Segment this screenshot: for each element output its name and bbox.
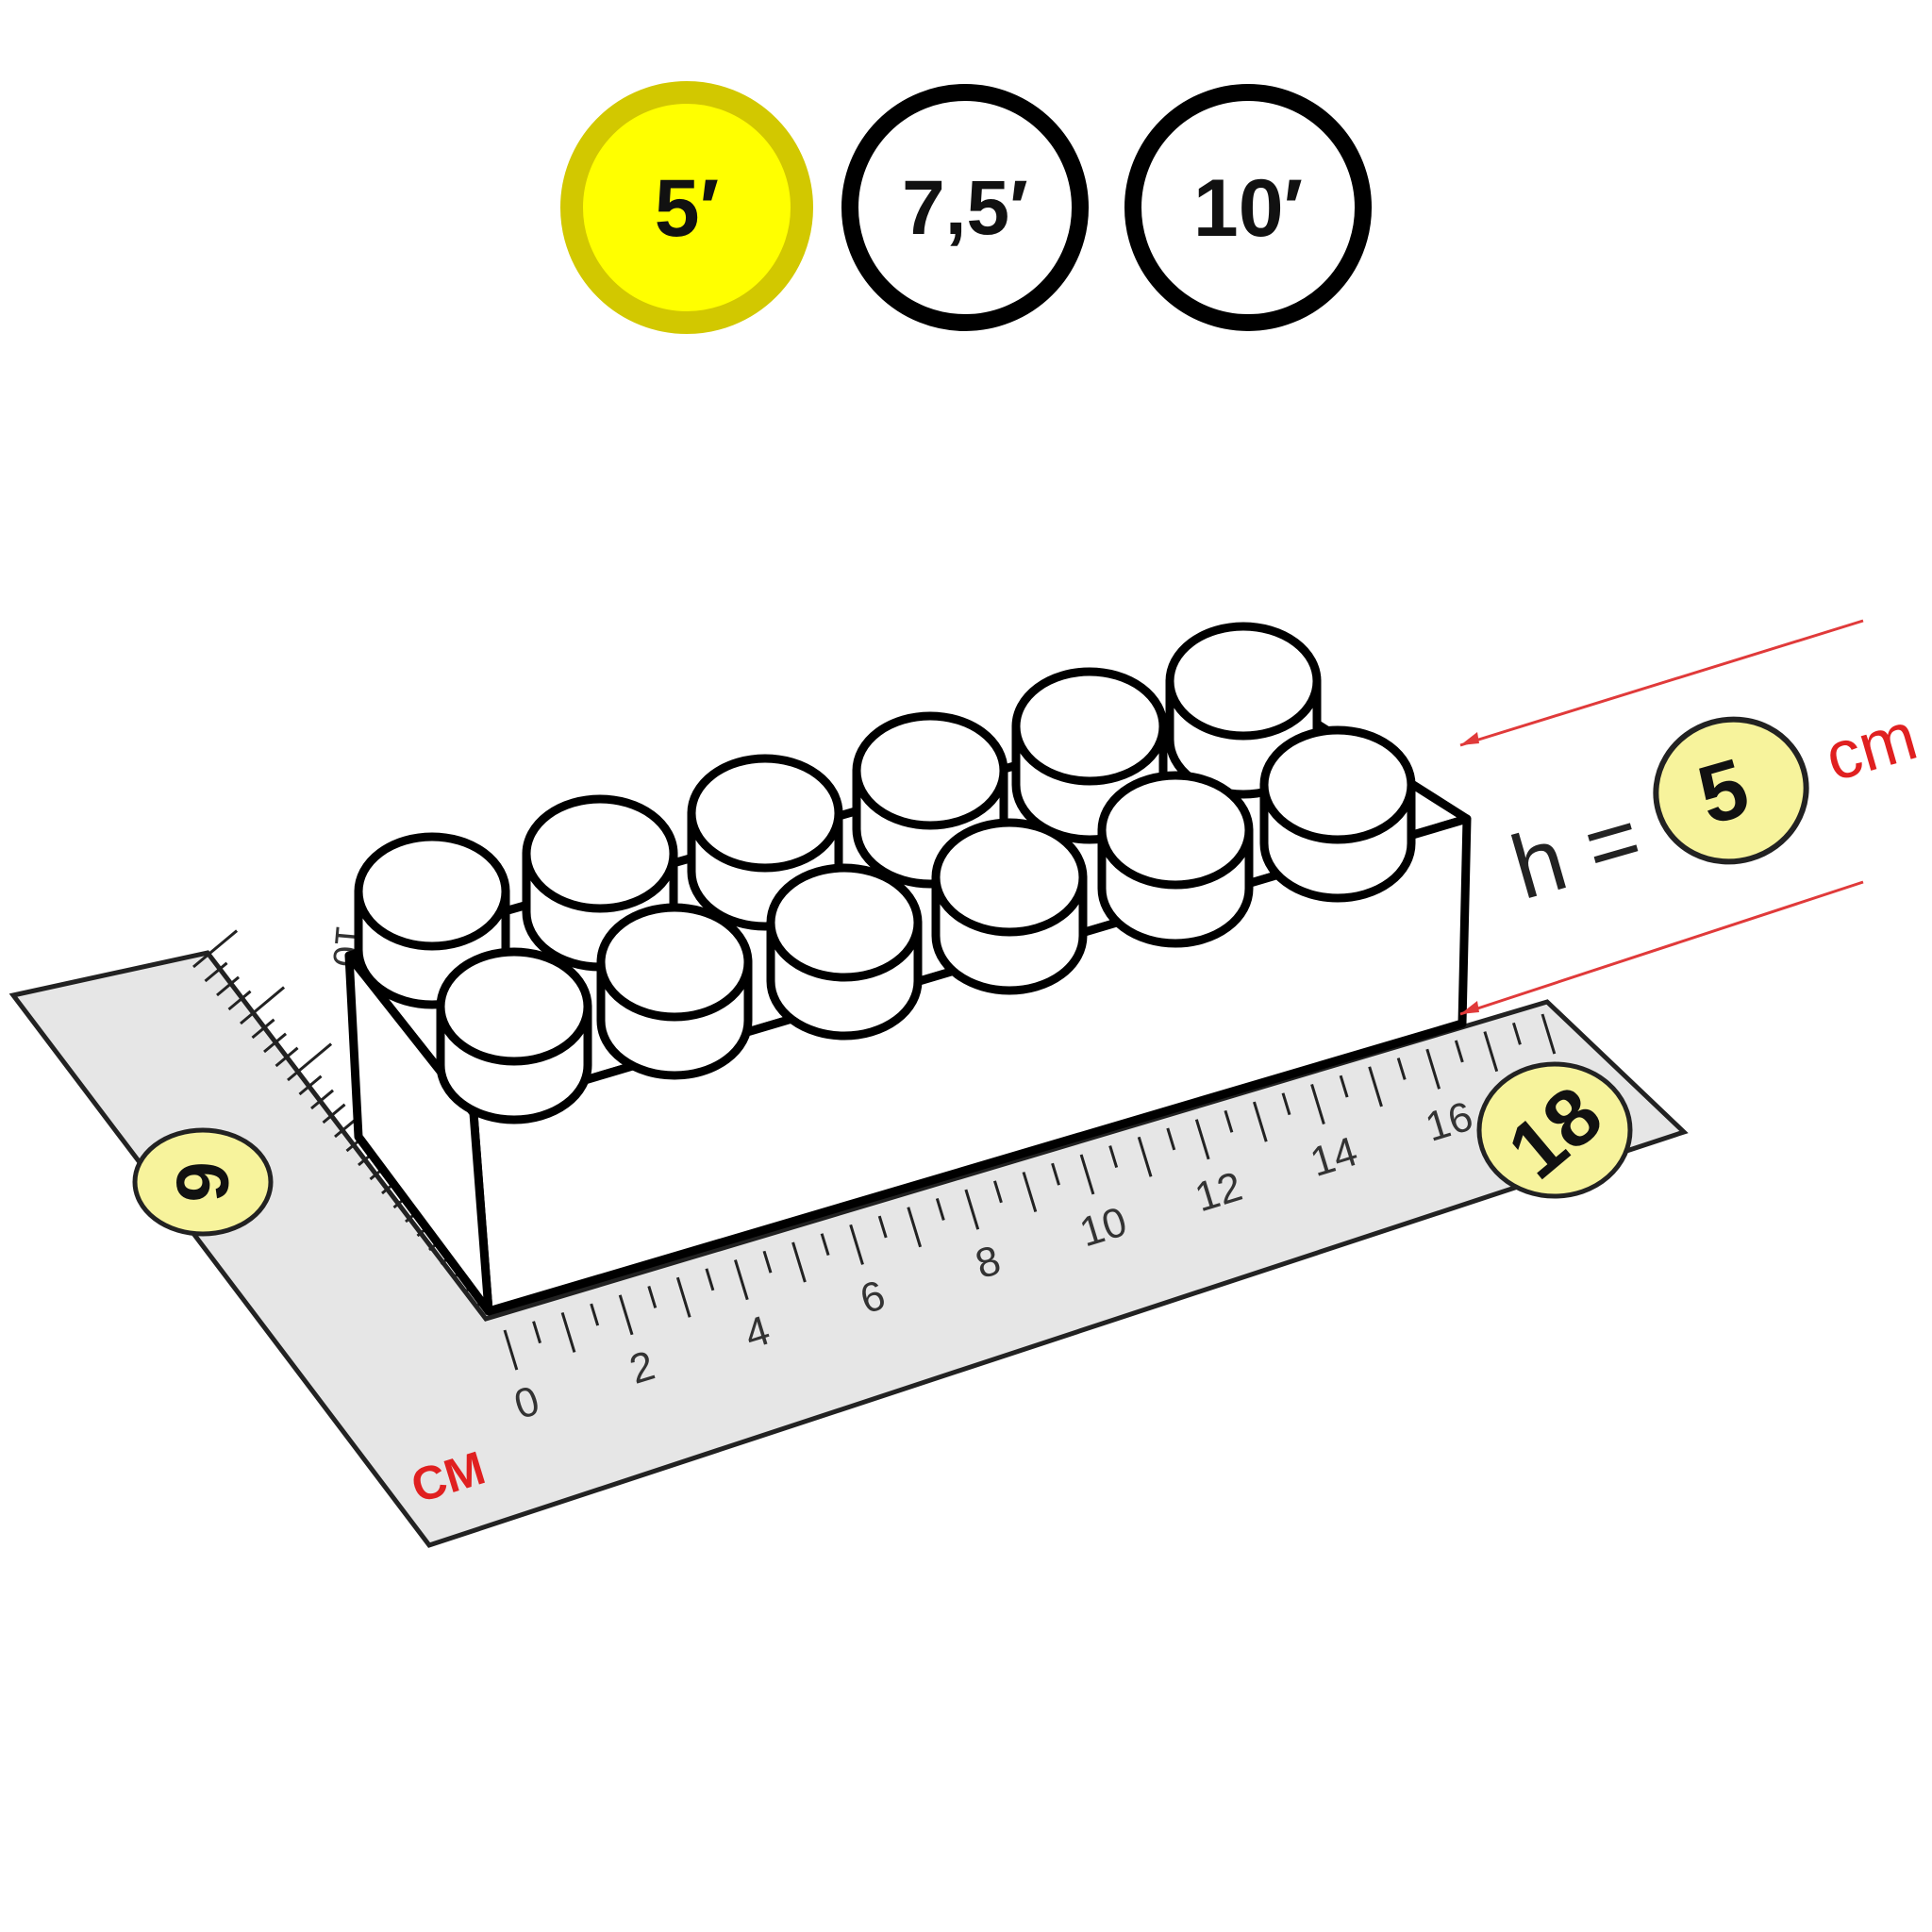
ruler-tick (734, 1259, 749, 1301)
ruler-tick (503, 1329, 519, 1371)
brick-end-face (344, 951, 493, 1316)
ruler-tick (322, 1103, 346, 1124)
brick-stud (436, 947, 592, 1124)
ruler-tick (560, 1311, 576, 1353)
ruler-tick (877, 1215, 888, 1239)
brick-stud (766, 863, 923, 1041)
ruler-tick (192, 929, 239, 969)
ruler-body (8, 950, 1689, 1548)
ruler-tick (310, 1089, 335, 1110)
option-circle-selected (560, 81, 813, 334)
ruler-tick (907, 1207, 923, 1248)
ruler-tick (1137, 1136, 1153, 1177)
option-label: 5′ (655, 163, 719, 254)
ruler-tick (1541, 1013, 1557, 1055)
ruler-tick (1253, 1101, 1268, 1142)
option-circle (1124, 84, 1372, 331)
ruler-tick (287, 1042, 333, 1082)
ruler-tick (1194, 1119, 1210, 1160)
brick-stud (522, 794, 678, 972)
ruler-tick (216, 975, 241, 997)
ruler-tick (1310, 1084, 1325, 1124)
ruler-ticks-long (503, 1013, 1557, 1371)
ruler-tick (647, 1286, 658, 1308)
size-selector: 5′ 7,5′ 10′ (560, 81, 1372, 334)
ruler-tick (251, 1018, 275, 1040)
ruler-tick (1166, 1127, 1176, 1151)
ruler-tick (675, 1276, 691, 1318)
ruler-tick (240, 986, 286, 1025)
length-badge: 18 (1476, 1061, 1633, 1199)
brick-stud (931, 818, 1088, 995)
ruler-tick (1281, 1092, 1291, 1116)
height-label: h = (1501, 787, 1652, 919)
ruler-tick (1512, 1022, 1522, 1045)
ruler-tick (204, 961, 228, 983)
ruler-tick (1368, 1066, 1383, 1108)
ruler-tick (935, 1197, 945, 1221)
ruler-tick (1224, 1109, 1234, 1133)
brick (344, 622, 1472, 1316)
dimension-line-bottom (1459, 880, 1864, 1016)
option-circle (841, 84, 1089, 331)
ruler-tick (298, 1074, 323, 1096)
ruler-tick (820, 1233, 830, 1257)
ruler-tick (1483, 1031, 1499, 1073)
ruler-tick (1339, 1074, 1349, 1098)
ruler-tick (1051, 1162, 1060, 1186)
ruler-tick (1454, 1040, 1464, 1063)
height-value-badge: 5 (1653, 716, 1809, 865)
height-unit: cm (1817, 698, 1924, 795)
arrow-tip-icon (1460, 732, 1479, 745)
ruler-tick (618, 1294, 634, 1336)
size-option-7-5[interactable]: 7,5′ (841, 84, 1089, 331)
brick-stud (596, 903, 753, 1080)
ruler-tick (1396, 1058, 1407, 1080)
ruler-tick (849, 1224, 864, 1265)
brick-studs (354, 622, 1416, 1124)
ruler-tick (590, 1303, 600, 1326)
ruler-tick (275, 1046, 299, 1068)
height-dimension: h = 5 cm (1459, 619, 1925, 1016)
ruler-tick (227, 990, 252, 1011)
ruler-tick (1108, 1145, 1119, 1168)
option-label: 7,5′ (902, 165, 1028, 251)
brick-stud (1259, 725, 1416, 903)
ruler-tick (263, 1032, 288, 1054)
width-badge: 6 (132, 1127, 274, 1237)
size-option-5[interactable]: 5′ (560, 81, 813, 334)
brick-stud (1097, 771, 1254, 948)
dimension-line-top (1459, 619, 1864, 747)
ruler-tick (791, 1241, 807, 1283)
width-value: 6 (161, 1161, 244, 1202)
ruler-tick (762, 1250, 773, 1274)
option-label: 10′ (1193, 163, 1303, 254)
ruler-tick (964, 1189, 980, 1230)
ruler-tick (993, 1180, 1003, 1204)
ruler-tick (532, 1321, 541, 1344)
ruler-tick (1425, 1048, 1441, 1090)
arrow-tip-icon (1460, 1001, 1479, 1014)
ruler-tick (1079, 1154, 1095, 1195)
ruler-tick (705, 1268, 715, 1291)
size-option-10[interactable]: 10′ (1124, 84, 1372, 331)
ruler-tick (1022, 1172, 1038, 1213)
